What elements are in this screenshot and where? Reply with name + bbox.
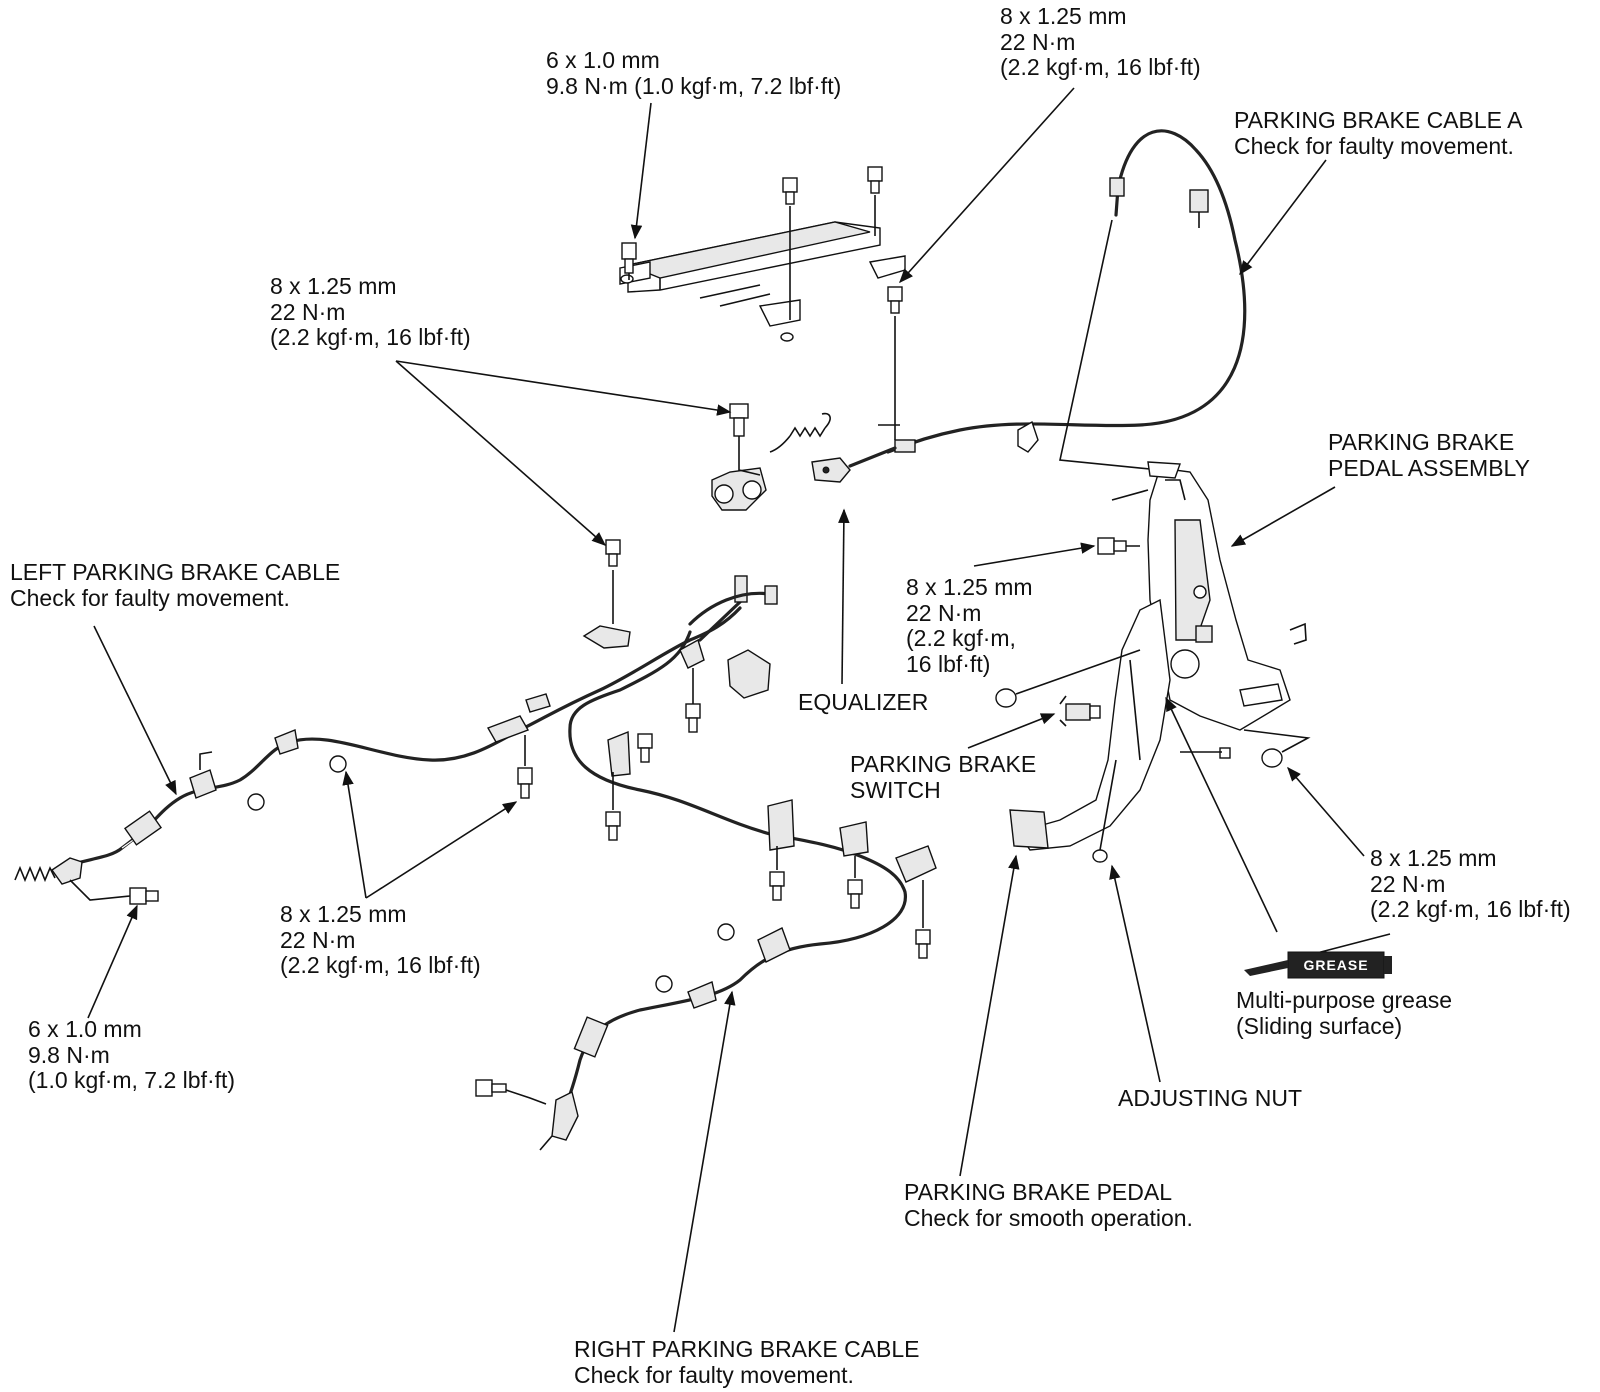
equalizer-part [811,286,903,483]
label-pedal-bolt-lower-torque: 8 x 1.25 mm 22 N·m (2.2 kgf·m, 16 lbf·ft… [1370,845,1571,923]
label-multi-purpose-grease: Multi-purpose grease (Sliding surface) [1236,987,1453,1039]
label-line: 22 N·m [270,298,346,325]
label-right-parking-brake-cable: RIGHT PARKING BRAKE CABLE Check for faul… [574,1336,920,1388]
label-line: Check for faulty movement. [10,584,290,611]
cable-cover-plate [619,221,906,342]
label-cover-bolt-torque: 6 x 1.0 mm 9.8 N·m (1.0 kgf·m, 7.2 lbf·f… [546,47,842,99]
label-line: 16 lbf·ft) [906,650,991,677]
label-parking-brake-cable-a: PARKING BRAKE CABLE A Check for faulty m… [1234,107,1523,159]
label-pedal-assembly: PARKING BRAKE PEDAL ASSEMBLY [1328,429,1530,481]
label-line: 8 x 1.25 mm [280,901,407,927]
label-line: 8 x 1.25 mm [270,273,397,299]
label-line: 22 N·m [280,926,356,953]
label-pedal-bolt-upper-torque: 8 x 1.25 mm 22 N·m (2.2 kgf·m, 16 lbf·ft… [906,574,1033,677]
cover-bolts [621,166,883,320]
label-line: Check for faulty movement. [574,1361,854,1388]
pedal-assembly-part [995,461,1311,863]
label-line: (2.2 kgf·m, 16 lbf·ft) [1370,896,1571,922]
label-line: PARKING BRAKE PEDAL [904,1179,1172,1205]
label-line: LEFT PARKING BRAKE CABLE [10,559,341,585]
label-parking-brake-switch: PARKING BRAKE SWITCH [850,751,1037,803]
leader-cable-a-to-pedal [1059,219,1161,471]
parking-brake-cable-a [886,129,1247,454]
label-left-end-bolt-torque: 6 x 1.0 mm 9.8 N·m (1.0 kgf·m, 7.2 lbf·f… [28,1016,236,1094]
label-line: PARKING BRAKE CABLE A [1234,107,1523,133]
label-line: ADJUSTING NUT [1118,1085,1302,1111]
label-adjusting-nut: ADJUSTING NUT [1118,1085,1302,1112]
label-line: 8 x 1.25 mm [1370,845,1497,871]
label-line: (1.0 kgf·m, 7.2 lbf·ft) [28,1067,236,1093]
grease-tube-icon: GREASE [1244,933,1392,979]
label-mid-bolts-torque: 8 x 1.25 mm 22 N·m (2.2 kgf·m, 16 lbf·ft… [280,901,481,979]
label-line: SWITCH [850,776,941,803]
label-line: Check for faulty movement. [1234,132,1514,159]
label-cable-a-bolt-torque: 8 x 1.25 mm 22 N·m (2.2 kgf·m, 16 lbf·ft… [1000,3,1201,81]
label-left-parking-brake-cable: LEFT PARKING BRAKE CABLE Check for fault… [10,559,341,611]
label-line: (2.2 kgf·m, 16 lbf·ft) [270,324,471,350]
label-line: RIGHT PARKING BRAKE CABLE [574,1336,920,1362]
label-line: 22 N·m [906,599,982,626]
label-line: 22 N·m [1000,28,1076,55]
label-line: PEDAL ASSEMBLY [1328,454,1530,481]
label-line: 6 x 1.0 mm [546,47,660,73]
label-line: (Sliding surface) [1236,1012,1403,1039]
label-line: (2.2 kgf·m, [906,625,1016,651]
label-line: (2.2 kgf·m, 16 lbf·ft) [1000,54,1201,80]
grease-tube-text: GREASE [1303,957,1368,973]
label-parking-brake-pedal: PARKING BRAKE PEDAL Check for smooth ope… [904,1179,1193,1231]
parking-brake-switch-part [1059,695,1101,727]
label-bracket-bolts-torque: 8 x 1.25 mm 22 N·m (2.2 kgf·m, 16 lbf·ft… [270,273,471,351]
label-line: 22 N·m [1370,870,1446,897]
left-parking-brake-cable [14,539,778,905]
label-line: PARKING BRAKE [850,751,1037,777]
label-line: 8 x 1.25 mm [1000,3,1127,29]
label-line: (2.2 kgf·m, 16 lbf·ft) [280,952,481,978]
return-spring-and-bracket [711,403,831,511]
leader-arrows [87,87,1365,1333]
label-line: 6 x 1.0 mm [28,1016,142,1042]
label-line: 9.8 N·m [28,1041,110,1068]
right-parking-brake-cable [475,630,937,1151]
label-line: Check for smooth operation. [904,1204,1193,1231]
label-line: Multi-purpose grease [1236,987,1453,1013]
label-line: 8 x 1.25 mm [906,574,1033,600]
label-equalizer: EQUALIZER [798,689,929,716]
label-line: 9.8 N·m (1.0 kgf·m, 7.2 lbf·ft) [546,72,842,99]
label-line: PARKING BRAKE [1328,429,1515,455]
label-line: EQUALIZER [798,689,929,715]
